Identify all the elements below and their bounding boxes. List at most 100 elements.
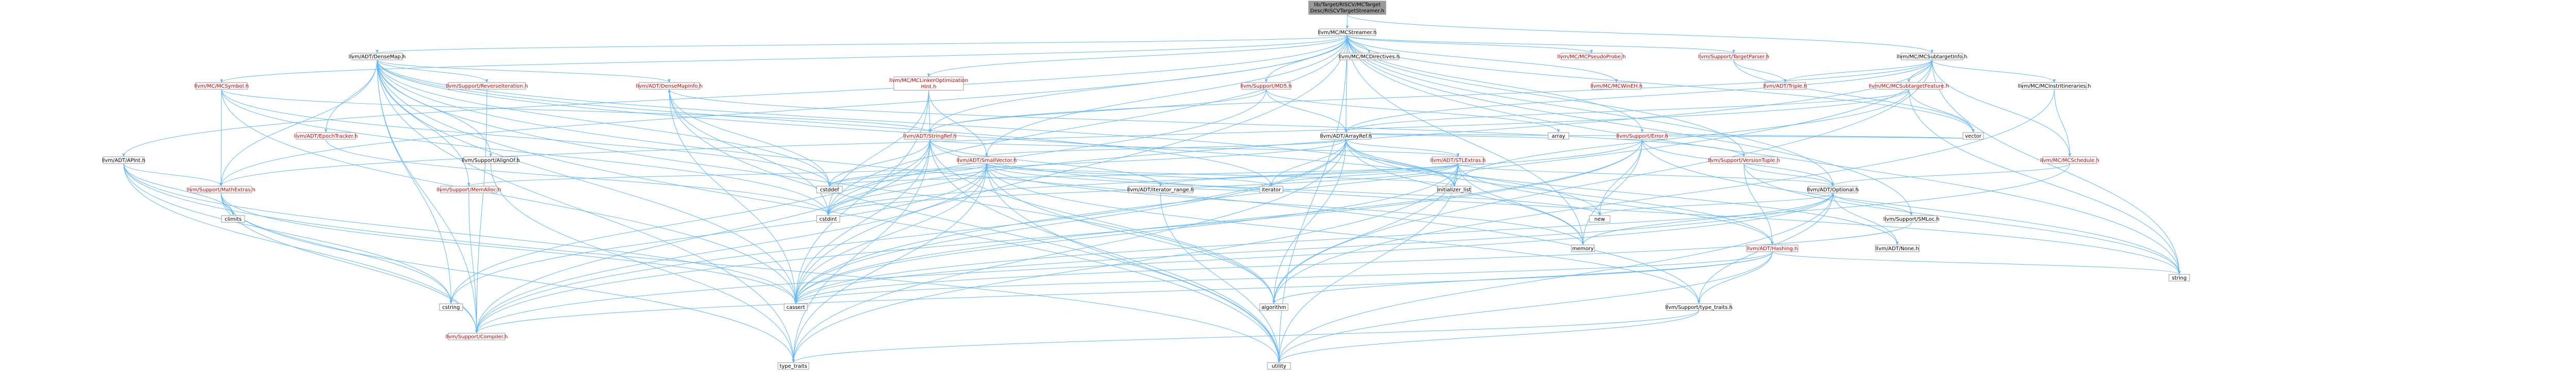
node-utility[interactable]: utility — [1267, 362, 1291, 370]
node-densemap[interactable]: llvm/ADT/DenseMap.h — [349, 53, 406, 60]
edge-typetraitsh-to-typetraits — [792, 310, 1699, 363]
edge-smallvector-to-algorithm — [986, 163, 1276, 304]
edge-densemap-to-new — [377, 59, 1601, 216]
node-iterator[interactable]: iterator — [1259, 186, 1283, 193]
edge-densemap-to-iterator — [377, 59, 1273, 187]
edge-densemap-to-initlist — [377, 59, 1456, 187]
node-arrayref[interactable]: llvm/ADT/ArrayRef.h — [1320, 132, 1372, 140]
node-cstddef[interactable]: cstddef — [816, 186, 843, 193]
node-mcschedule[interactable]: llvm/MC/MCSchedule.h — [2040, 156, 2099, 164]
node-optional[interactable]: llvm/ADT/Optional.h — [1807, 186, 1859, 193]
edge-apint-to-utility — [123, 163, 1281, 363]
edge-targetparser-to-triple — [1733, 59, 1787, 83]
node-reverseiter[interactable]: llvm/Support/ReverseIteration.h — [446, 82, 528, 90]
node-apint-label: llvm/ADT/APInt.h — [102, 158, 145, 164]
edge-arrayref-to-cassert — [794, 139, 1346, 304]
node-iterrange-label: llvm/ADT/iterator_range.h — [1127, 187, 1194, 193]
node-apint[interactable]: llvm/ADT/APInt.h — [102, 156, 145, 164]
node-new[interactable]: new — [1589, 215, 1611, 223]
node-alignof[interactable]: llvm/Support/AlignOf.h — [462, 156, 520, 164]
node-triple-label: llvm/ADT/Triple.h — [1764, 84, 1807, 89]
node-memalloc-label: llvm/Support/MemAlloc.h — [436, 187, 501, 193]
edge-apint-to-cassert — [123, 163, 798, 304]
node-smloc[interactable]: llvm/Support/SMLoc.h — [1884, 215, 1940, 223]
edge-optional-to-memory — [1581, 192, 1833, 246]
edge-mcstreamer-to-targetparser — [1347, 35, 1735, 54]
node-climits[interactable]: climits — [221, 215, 245, 223]
edge-versiontuple-to-optional — [1743, 163, 1835, 187]
node-compiler[interactable]: llvm/Support/Compiler.h — [445, 333, 508, 340]
node-typetraits[interactable]: type_traits — [777, 362, 809, 370]
node-targetparser[interactable]: llvm/Support/TargetParser.h — [1698, 53, 1769, 60]
node-compiler-label: llvm/Support/Compiler.h — [445, 334, 507, 340]
edge-instrlatency-to-algorithm — [1272, 89, 2055, 304]
edge-subtargetinfo-to-stringref — [928, 59, 1933, 133]
node-cstring[interactable]: cstring — [439, 303, 463, 311]
node-array[interactable]: array — [1548, 132, 1569, 140]
node-none[interactable]: llvm/ADT/None.h — [1875, 244, 1920, 252]
edge-arrayref-to-typetraits — [792, 139, 1346, 363]
node-iterrange[interactable]: llvm/ADT/iterator_range.h — [1127, 186, 1194, 193]
edge-error-to-string — [1642, 139, 2181, 275]
node-targetparser-label: llvm/Support/TargetParser.h — [1698, 54, 1769, 60]
node-initlist-label: initializer_list — [1437, 187, 1471, 193]
edge-optional-to-utility — [1277, 192, 1833, 363]
edge-mcsymbol-to-cstddef — [221, 89, 831, 187]
edge-densemap-to-algorithm — [377, 59, 1276, 304]
node-subtargetinfo[interactable]: llvm/MC/MCSubtargetInfo.h — [1897, 53, 1968, 60]
node-vector[interactable]: vector — [1962, 132, 1984, 140]
edge-arrayref-to-cstddef — [828, 139, 1346, 187]
edge-densemap-to-memalloc — [377, 59, 470, 187]
node-subfeature[interactable]: llvm/MC/MCSubtargetFeature.h — [1869, 82, 1949, 90]
node-smallvector[interactable]: llvm/ADT/SmallVector.h — [957, 156, 1017, 164]
edge-mcstreamer-to-smloc — [1347, 35, 1913, 216]
node-mcdirectives[interactable]: llvm/MC/MCDirectives.h — [1338, 53, 1400, 60]
node-string[interactable]: string — [2168, 274, 2190, 282]
node-epochtracker-label: llvm/ADT/EpochTracker.h — [294, 134, 358, 139]
node-cstdint-label: cstdint — [819, 217, 837, 222]
node-memory[interactable]: memory — [1571, 244, 1595, 252]
node-densemapinfo[interactable]: llvm/ADT/DenseMapInfo.h — [636, 82, 703, 90]
node-mathextras[interactable]: llvm/Support/MathExtras.h — [187, 186, 256, 193]
node-epochtracker[interactable]: llvm/ADT/EpochTracker.h — [294, 132, 358, 140]
node-mcstreamer[interactable]: llvm/MC/MCStreamer.h — [1318, 28, 1377, 36]
node-cstdint[interactable]: cstdint — [816, 215, 840, 223]
edge-smallvector-to-utility — [986, 163, 1281, 363]
edge-densemapinfo-to-cassert — [669, 89, 798, 304]
edge-root-to-subtargetinfo — [1347, 14, 1934, 54]
node-hashing[interactable]: llvm/ADT/Hashing.h — [1746, 244, 1799, 252]
node-mcwinseh[interactable]: llvm/MC/MCWinEH.h — [1590, 82, 1642, 90]
edge-subtargetinfo-to-string — [1931, 59, 2181, 275]
edge-smloc-to-cassert — [794, 222, 1912, 304]
edge-smallvector-to-cstring — [449, 163, 987, 304]
node-versiontuple-label: llvm/Support/VersionTuple.h — [1708, 158, 1780, 164]
node-md5[interactable]: llvm/Support/MD5.h — [1241, 82, 1292, 90]
node-stlextras[interactable]: llvm/ADT/STLExtras.h — [1430, 156, 1486, 164]
edge-md5-to-stringref — [928, 89, 1266, 133]
edge-densemap-to-cstring — [377, 59, 453, 304]
node-memalloc[interactable]: llvm/Support/MemAlloc.h — [436, 186, 501, 193]
edge-reverseiter-to-compiler — [475, 89, 487, 334]
edge-md5-to-arrayref — [1266, 89, 1348, 133]
node-root-label: lib/Target/RISCV/MCTarget — [1314, 2, 1381, 8]
node-none-label: llvm/ADT/None.h — [1875, 246, 1919, 252]
edge-densemap-to-mathextras — [219, 59, 378, 187]
node-stringref[interactable]: llvm/ADT/StringRef.h — [903, 132, 957, 140]
edge-hashing-to-typetraitsh — [1697, 251, 1773, 304]
node-root: lib/Target/RISCV/MCTargetDesc/RISCVTarge… — [1308, 1, 1386, 15]
node-versiontuple[interactable]: llvm/Support/VersionTuple.h — [1708, 156, 1780, 164]
node-cassert[interactable]: cassert — [784, 303, 808, 311]
node-typetraitsh[interactable]: llvm/Support/type_traits.h — [1665, 303, 1733, 311]
node-pseudoprobe[interactable]: llvm/MC/MCPseudoProbe.h — [1557, 53, 1626, 60]
node-algorithm[interactable]: algorithm — [1259, 303, 1289, 311]
edge-mcstreamer-to-mathextras — [219, 35, 1348, 187]
node-triple[interactable]: llvm/ADT/Triple.h — [1764, 82, 1807, 90]
node-hashing-label: llvm/ADT/Hashing.h — [1747, 246, 1798, 252]
node-mcsymbol[interactable]: llvm/MC/MCSymbol.h — [194, 82, 249, 90]
node-error[interactable]: llvm/Support/Error.h — [1616, 132, 1668, 140]
node-typetraitsh-label: llvm/Support/type_traits.h — [1665, 305, 1732, 310]
node-initlist[interactable]: initializer_list — [1437, 186, 1471, 193]
node-instrlatency[interactable]: llvm/MC/MCInstrItineraries.h — [2018, 82, 2091, 90]
